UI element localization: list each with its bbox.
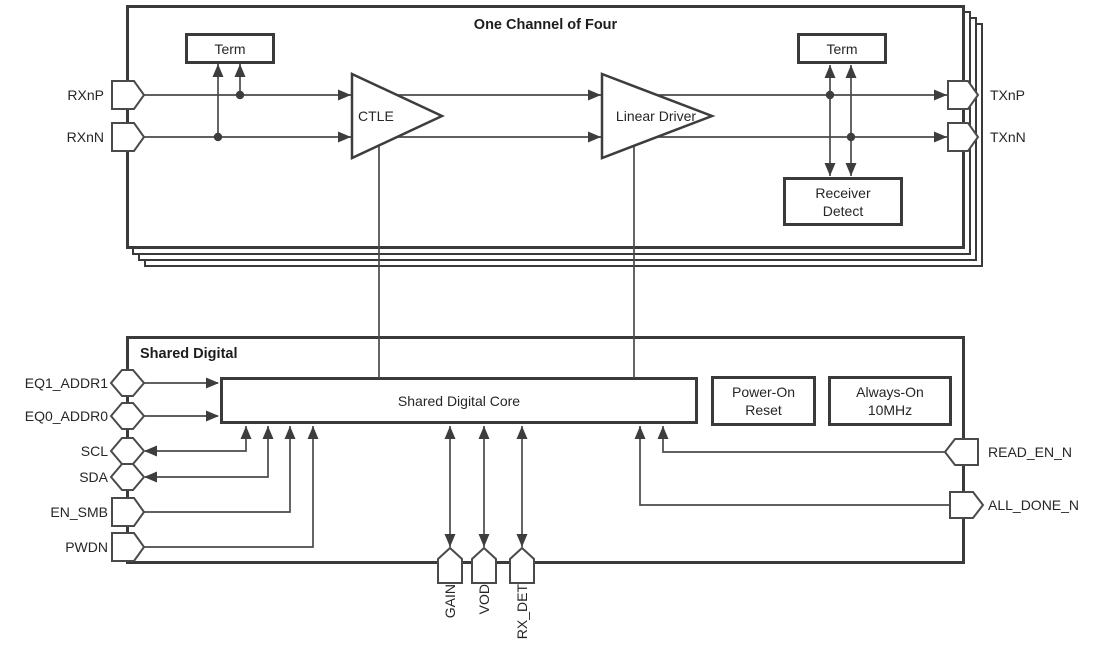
shared-digital-block: Shared Digital [126,336,965,564]
eq1-addr1-pin [109,369,146,397]
amplifiers [350,72,716,160]
pin-label-all-done-n: ALL_DONE_N [988,497,1080,513]
shared-digital-core-label: Shared Digital Core [397,392,521,409]
channel-block-title: One Channel of Four [473,17,618,33]
power-on-reset-line2: Reset [745,402,782,418]
scl-pin [109,437,146,465]
pwdn-pin [111,532,146,562]
pin-label-rx-det: RX_DET [514,584,530,640]
package-pins [109,80,985,584]
eq0-addr0-pin [109,402,146,430]
receiver-detect-line2: Detect [822,202,864,219]
read-en-wire [662,426,946,453]
rxnn-pin [111,122,146,152]
shared-digital-title: Shared Digital [140,346,238,362]
vod-pin [471,546,497,584]
power-on-reset-line1: Power-On [731,384,796,400]
junction-dot [825,90,835,100]
pin-label-gain: GAIN [442,584,458,619]
pin-label-scl: SCL [80,443,108,459]
always-on-line1: Always-On [856,384,924,400]
txnn-pin [947,122,980,152]
pin-label-en-smb: EN_SMB [50,504,108,520]
linear-driver-amplifier [600,72,716,160]
pin-label-txnn: TXnN [990,129,1026,145]
pin-label-sda: SDA [79,469,108,485]
pin-label-read-en-n: READ_EN_N [988,444,1073,460]
en-smb-pin [111,497,146,527]
junction-dot [846,132,856,142]
ctle-amplifier [350,72,445,160]
term-box-right: Term [797,33,887,64]
scl-wire [145,426,247,452]
sda-pin [109,463,146,491]
signal-lines [143,64,951,548]
pin-label-eq1-addr1: EQ1_ADDR1 [24,375,108,391]
pin-label-rxnp: RXnP [67,87,104,103]
shared-digital-core-box: Shared Digital Core [220,377,698,424]
read-en-n-pin [943,438,979,466]
junction-dot [213,132,223,142]
all-done-n-pin [949,491,985,519]
rx-det-pin [509,546,535,584]
pin-label-vod: VOD [476,584,492,615]
txnp-pin [947,80,980,110]
always-on-line2: 10MHz [867,402,913,418]
pin-label-txnp: TXnP [990,87,1026,103]
pin-label-rxnn: RXnN [66,129,104,145]
junction-dot [235,90,245,100]
always-on-box: Always-On 10MHz [828,376,952,426]
term-box-left: Term [185,33,275,64]
all-done-wire [639,426,951,506]
sda-wire [145,426,269,478]
junction-dots [213,90,856,142]
en-smb-wire [143,426,291,513]
gain-pin [437,546,463,584]
receiver-detect-line1: Receiver [815,184,871,201]
ctle-label: CTLE [358,108,394,124]
pin-label-eq0-addr0: EQ0_ADDR0 [24,408,108,424]
term-right-label: Term [826,40,858,57]
rxnp-pin [111,80,146,110]
pwdn-wire [143,426,314,548]
term-left-label: Term [214,40,246,57]
power-on-reset-box: Power-On Reset [711,376,816,426]
linear-driver-label: Linear Driver [615,108,697,124]
receiver-detect-box: Receiver Detect [783,177,903,226]
pin-label-pwdn: PWDN [65,539,108,555]
